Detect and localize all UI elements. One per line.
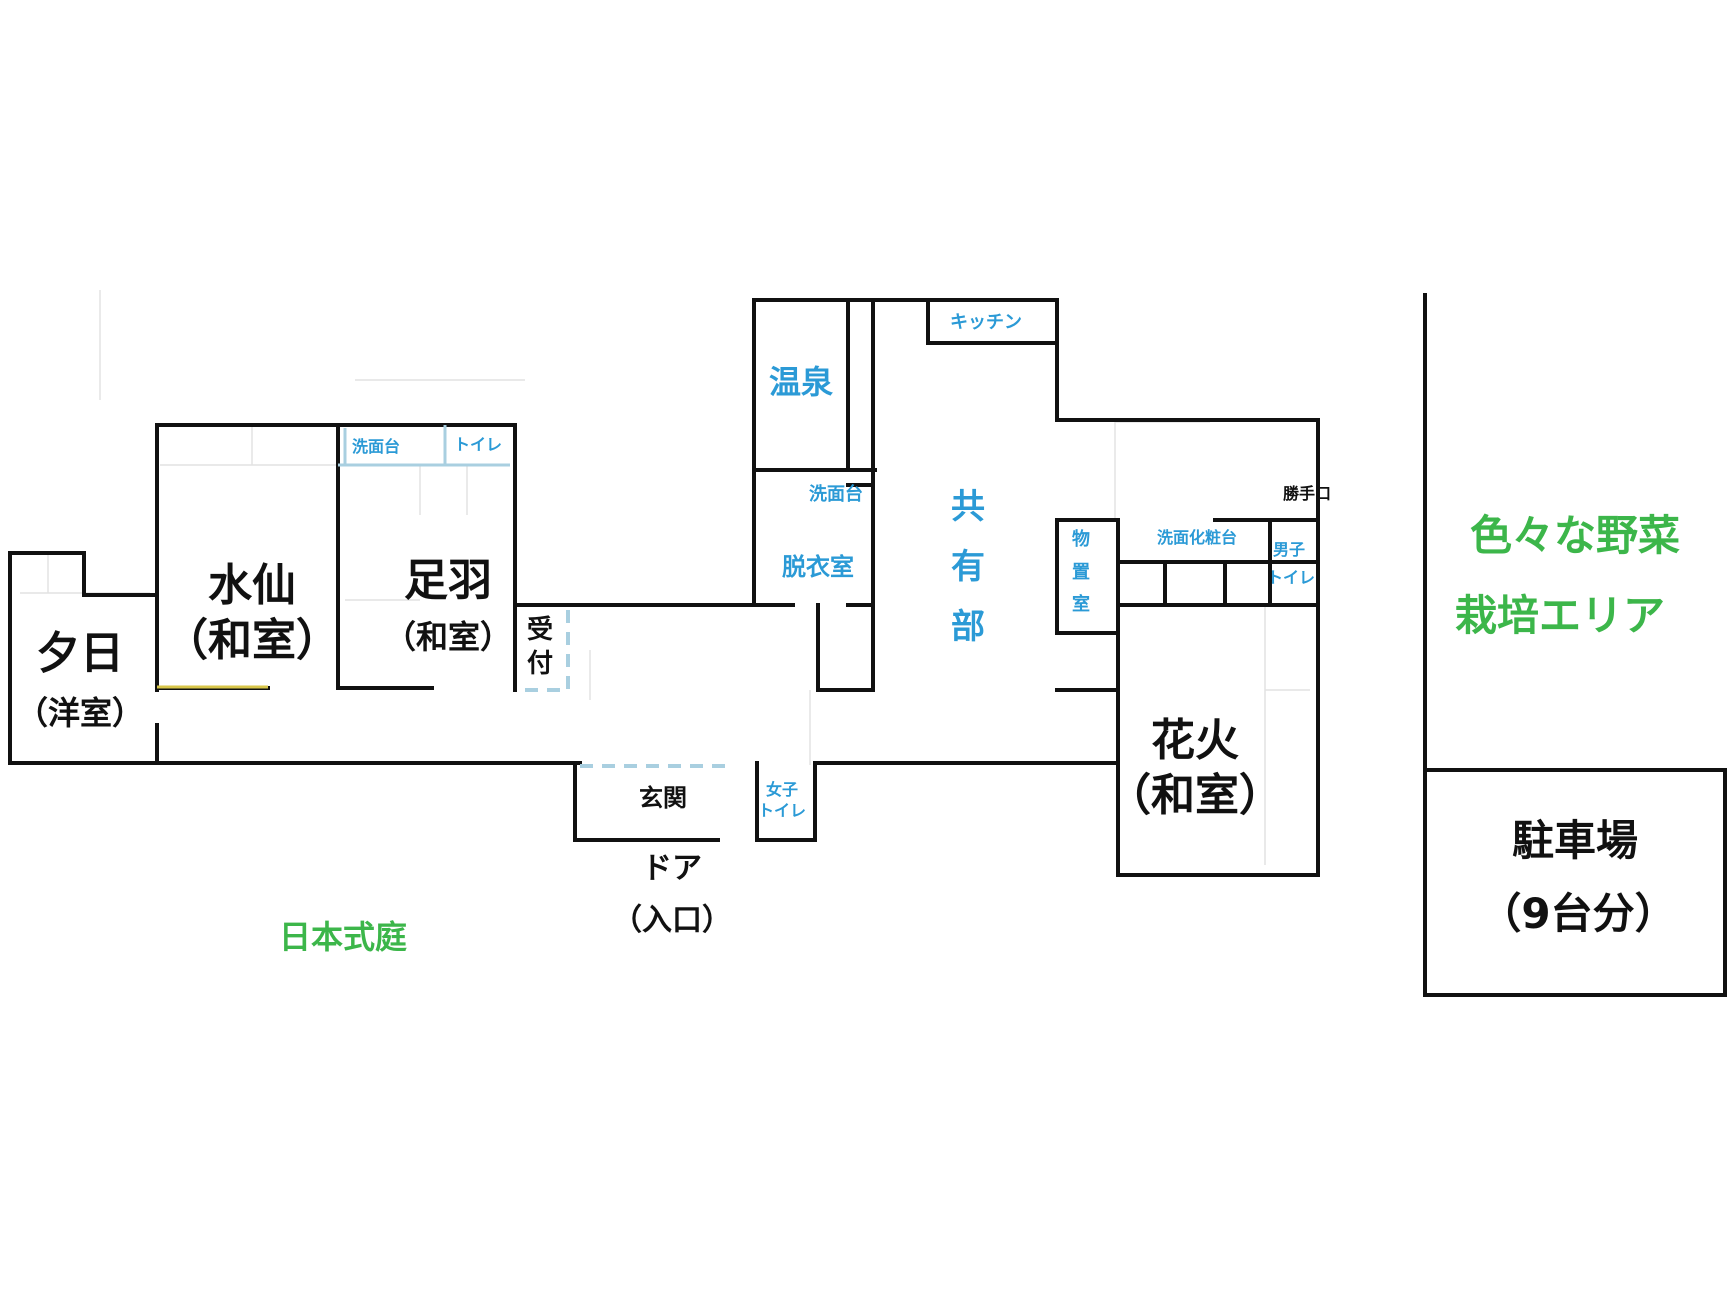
garden-label: 日本式庭 [279, 918, 407, 956]
vegetable-area-label-1: 色々な野菜 [1470, 511, 1680, 560]
hanabi-room-name: 花火 [1151, 715, 1239, 766]
suisen-room-type: （和室） [164, 615, 340, 666]
monooki-label-2: 置 [1072, 562, 1090, 583]
uketsuke-label-2: 付 [527, 649, 553, 679]
yuuhi-room-name: 夕日 [36, 628, 124, 679]
sliding-doors [520, 610, 725, 768]
dansei-toilet-label-2: トイレ [1267, 568, 1315, 587]
parking-label-2: （9台分） [1479, 889, 1676, 938]
monooki-label-3: 室 [1072, 593, 1090, 615]
genkan-label: 玄関 [639, 784, 687, 812]
toilet-left-label: トイレ [454, 435, 502, 454]
kitchen-label: キッチン [950, 312, 1022, 333]
uketsuke-label-1: 受 [527, 614, 553, 645]
onsen-label: 温泉 [769, 363, 833, 401]
senmendai-mid-label: 洗面台 [809, 483, 863, 505]
senmendai-left-label: 洗面台 [352, 437, 400, 456]
building-walls [8, 298, 1320, 877]
parking-label-1: 駐車場 [1512, 816, 1638, 865]
kyouyuubu-label-1: 共 [951, 487, 985, 527]
vegetable-area-label-2: 栽培エリア [1455, 591, 1665, 640]
ashiba-room-type: （和室） [384, 618, 512, 656]
dansei-toilet-label-1: 男子 [1273, 540, 1305, 559]
suisen-room-name: 水仙 [208, 560, 296, 611]
hanabi-room-type: （和室） [1107, 770, 1283, 821]
entrance-label: （入口） [612, 903, 732, 938]
josei-toilet-label-2: トイレ [758, 801, 806, 820]
josei-toilet-label-1: 女子 [766, 780, 798, 799]
monooki-label-1: 物 [1072, 528, 1090, 550]
door-label: ドア [642, 851, 702, 886]
datsuishitsu-label: 脱衣室 [782, 553, 854, 581]
outdoor-walls [1423, 293, 1727, 997]
senmen-keshoudai-label: 洗面化粧台 [1157, 528, 1237, 547]
kyouyuubu-label-2: 有 [951, 547, 985, 587]
kyouyuubu-label-3: 部 [951, 607, 985, 647]
ashiba-room-name: 足羽 [404, 555, 492, 606]
yuuhi-room-type: （洋室） [16, 694, 144, 732]
katteguchi-label: 勝手口 [1283, 484, 1331, 503]
